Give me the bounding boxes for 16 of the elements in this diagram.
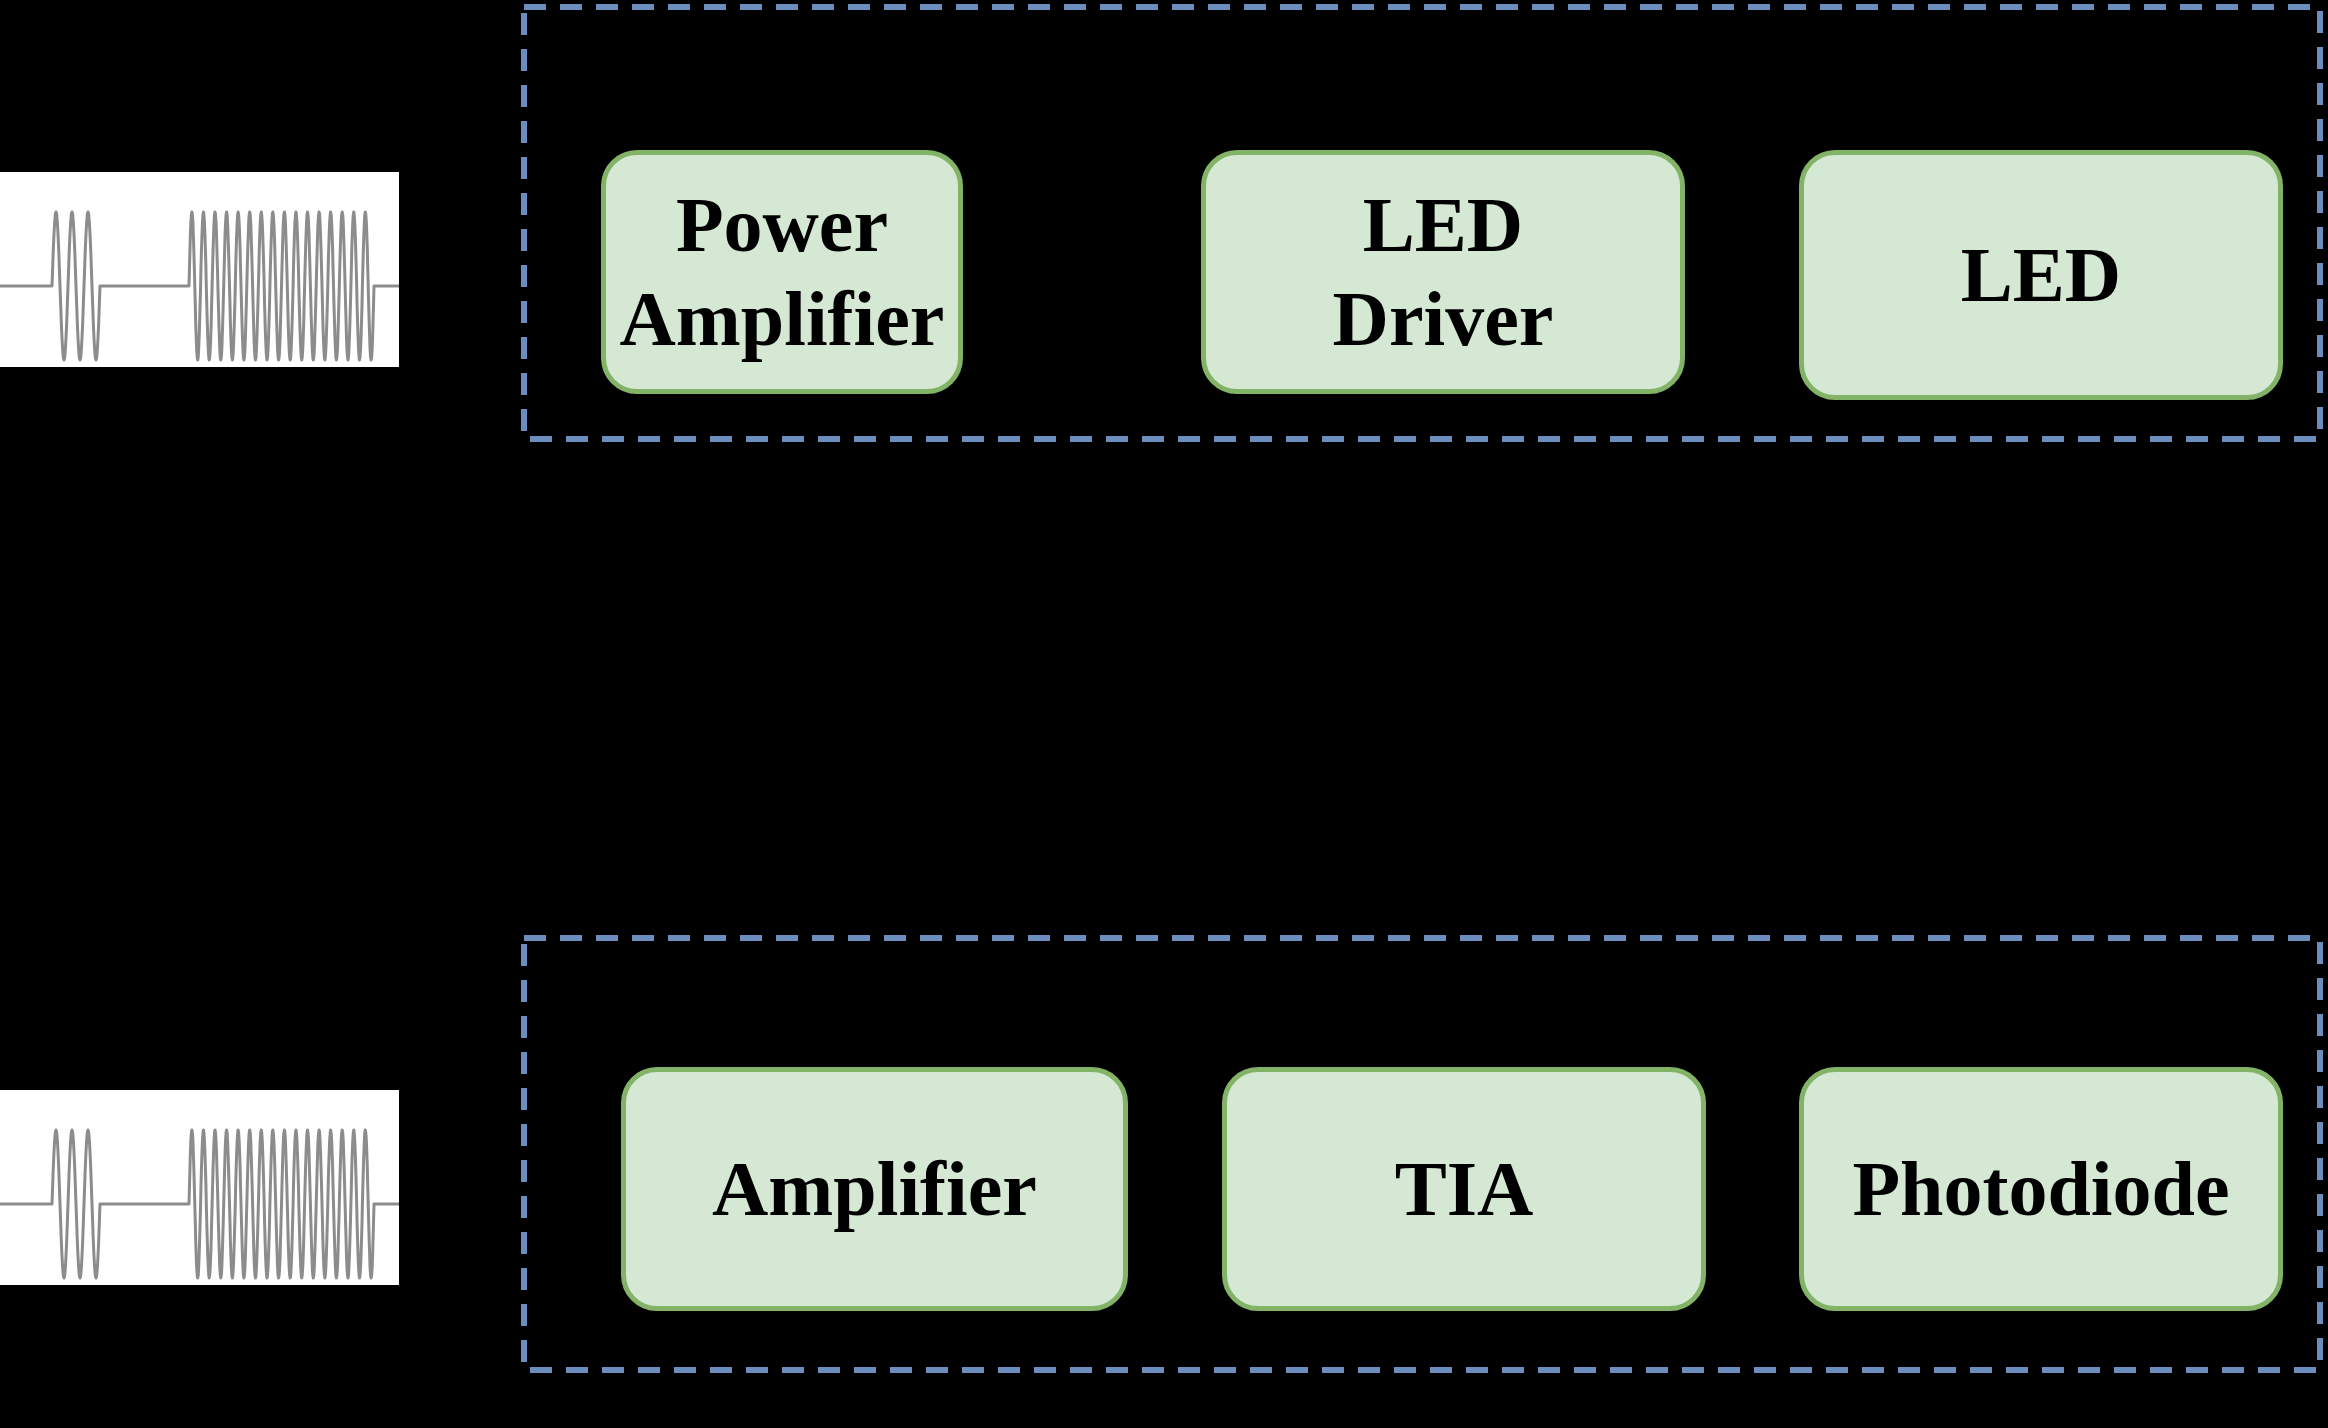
- waveform-picture: [0, 172, 399, 367]
- box-label: Power Amplifier: [618, 180, 946, 364]
- process-box: [601, 150, 963, 394]
- box-label: Amplifier: [712, 1144, 1037, 1234]
- waveform-picture: [0, 1090, 399, 1285]
- box-label: Photodiode: [1852, 1144, 2230, 1234]
- process-box: [1201, 150, 1685, 394]
- box-label: TIA: [1394, 1144, 1534, 1234]
- process-box: [621, 1067, 1128, 1311]
- process-box: [1799, 1067, 2283, 1311]
- box-label: LED: [1960, 230, 2122, 320]
- process-box: [1799, 150, 2283, 400]
- dashed-group-frame: [521, 4, 2323, 442]
- dashed-group-frame: [521, 935, 2323, 1373]
- process-box: [1222, 1067, 1706, 1311]
- box-label: LED Driver: [1331, 180, 1555, 364]
